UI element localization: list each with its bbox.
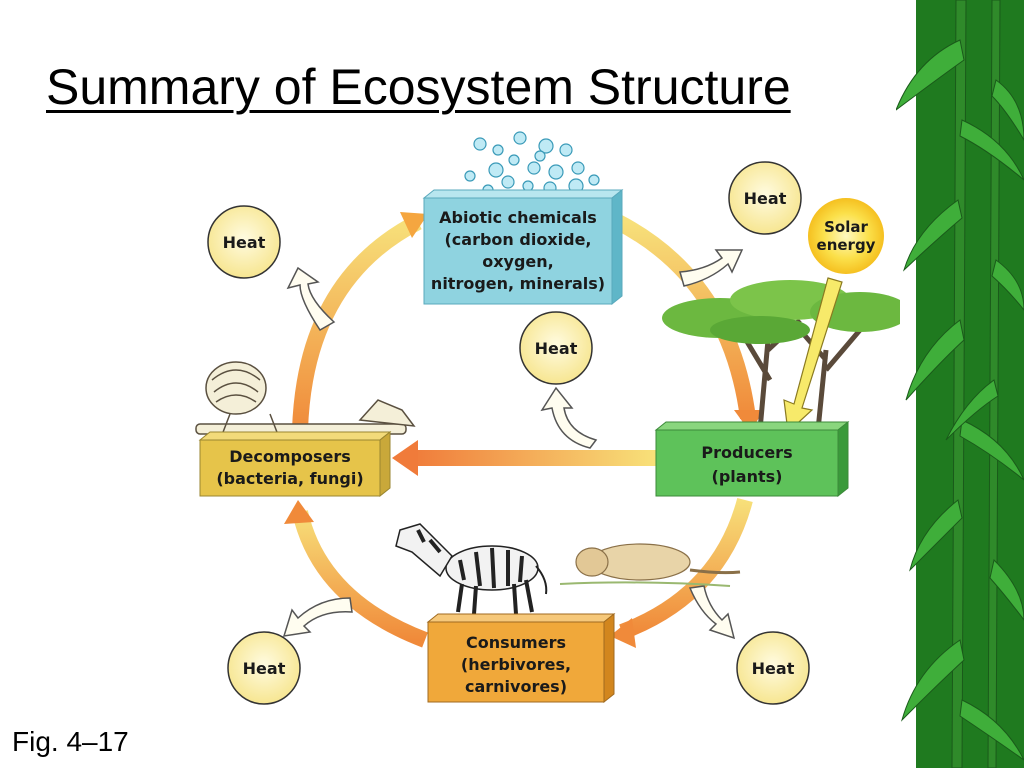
heat-top-right: Heat	[728, 161, 802, 235]
abiotic-line-3: oxygen,	[482, 252, 554, 271]
heat-bottom-right: Heat	[736, 631, 810, 705]
heat-label: Heat	[535, 339, 578, 358]
arrowhead-decomposers	[284, 500, 314, 524]
heat-center: Heat	[519, 311, 593, 385]
abiotic-line-2: (carbon dioxide,	[444, 230, 591, 249]
heat-arrow-top-left	[286, 266, 336, 331]
arrowhead-consumers	[610, 618, 636, 648]
arrowhead-decomposers-mid	[392, 440, 418, 476]
zebra-icon	[395, 523, 548, 615]
decomposers-line-2: (bacteria, fungi)	[216, 469, 363, 488]
heat-arrow-center	[540, 386, 598, 449]
consumers-line-2: (herbivores,	[461, 655, 571, 674]
lion-icon	[559, 543, 741, 587]
heat-top-left: Heat	[207, 205, 281, 279]
producers-line-2: (plants)	[712, 467, 783, 486]
bamboo-background-icon	[896, 0, 1024, 768]
arrow-producers-to-decomposers	[412, 450, 658, 466]
heat-label: Heat	[223, 233, 266, 252]
arrow-consumers-to-decomposers	[292, 510, 428, 648]
figure-caption: Fig. 4–17	[12, 726, 129, 757]
solar-line-1: Solar	[824, 218, 868, 236]
solar-arrow	[783, 277, 843, 434]
abiotic-line-1: Abiotic chemicals	[439, 208, 597, 227]
heat-label: Heat	[744, 189, 787, 208]
decomposers-box: Decomposers (bacteria, fungi)	[198, 430, 392, 498]
solar-energy: Solar energy	[783, 198, 884, 434]
arrow-decomposers-to-abiotic	[292, 214, 422, 431]
consumers-line-1: Consumers	[466, 633, 566, 652]
heat-arrow-bottom-left	[282, 597, 353, 637]
arrow-producers-to-consumers	[619, 497, 753, 640]
bubbles-icon	[464, 131, 600, 196]
slide-title: Summary of Ecosystem Structure	[46, 59, 791, 115]
heat-label: Heat	[243, 659, 286, 678]
abiotic-line-4: nitrogen, minerals)	[431, 274, 605, 293]
acacia-tree-icon	[662, 280, 900, 431]
consumers-box: Consumers (herbivores, carnivores)	[426, 612, 616, 704]
consumers-line-3: carnivores)	[465, 677, 567, 696]
arrowhead-producers	[734, 410, 764, 432]
heat-bottom-left: Heat	[227, 631, 301, 705]
heat-arrow-bottom-right	[688, 585, 736, 640]
sun-icon	[808, 198, 884, 274]
abiotic-chemicals-box: Abiotic chemicals (carbon dioxide, oxyge…	[422, 188, 624, 306]
decomposers-line-1: Decomposers	[229, 447, 351, 466]
arrowhead-abiotic-left	[400, 212, 428, 238]
heat-circles: Heat Heat Heat Heat Heat	[207, 161, 810, 705]
heat-arrows	[282, 249, 744, 640]
producers-line-1: Producers	[701, 443, 792, 462]
ecosystem-diagram: Heat Heat Heat Heat Heat Abiotic c	[195, 131, 900, 705]
solar-line-2: energy	[817, 236, 876, 254]
producers-box: Producers (plants)	[654, 420, 850, 498]
heat-arrow-top-right	[679, 249, 744, 287]
heat-label: Heat	[752, 659, 795, 678]
